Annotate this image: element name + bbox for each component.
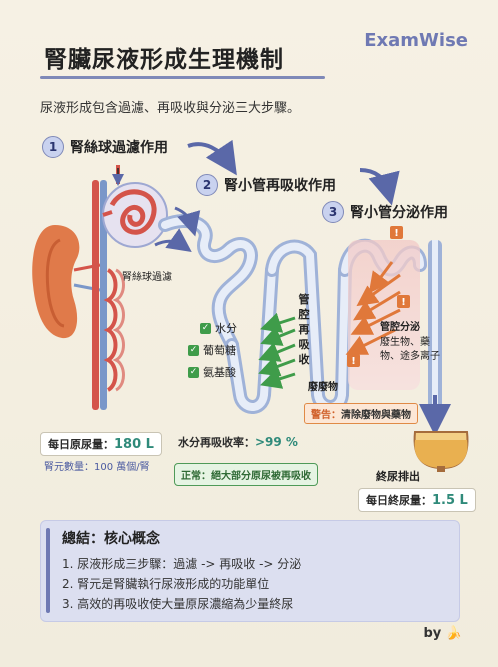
page-title: 腎臟尿液形成生理機制 [44,47,284,73]
summary-item: 3. 高效的再吸收使大量原尿濃縮為少量終尿 [62,597,294,611]
step-1: 1 腎絲球過濾作用 [42,136,168,158]
secretion-zone [348,240,420,390]
warning-note: 警告：清除廢物與藥物 [304,403,418,424]
summary-item: 1. 尿液形成三步驟：過濾 -> 再吸收 -> 分泌 [62,557,302,571]
collecting-duct [419,240,451,436]
nephron-count: 腎元數量：100 萬個/腎 [44,462,150,473]
filtrate-arrow [174,206,201,237]
brand-logo: ExamWise [364,30,468,51]
summary-title: 總結：核心概念 [62,531,160,547]
subtitle: 尿液形成包含過濾、再吸收與分泌三大步驟。 [40,101,301,116]
kidney-shape [32,225,101,339]
svg-text:!: ! [351,356,356,367]
lumen-reabsorb-label: 管腔再吸收 [298,293,310,366]
warning-prefix: 警告： [311,410,341,421]
svg-text:!: ! [401,297,406,308]
step-3-label: 腎小管分泌作用 [350,205,448,221]
step-2-label: 腎小管再吸收作用 [224,178,336,194]
renal-vessels [92,180,125,410]
step-2-number: 2 [196,174,218,196]
reabsorbed-amino-acid: ✓氨基酸 [188,366,236,379]
step-3: 3 腎小管分泌作用 [322,201,448,223]
reabsorbed-glucose: ✓葡萄糖 [188,344,236,357]
check-icon: ✓ [188,366,199,378]
daily-filtrate-label: 每日原尿量： [48,438,114,451]
water-reabsorb-value: >99 % [255,435,298,449]
water-reabsorb-label: 水分再吸收率： [178,436,255,449]
reabsorption-arrows [258,312,296,389]
author-credit: by 🍌 [423,626,463,641]
check-icon: ✓ [200,322,211,334]
title-underline [40,76,325,79]
glomerular-filtration-label: 腎絲球過濾 [122,272,172,283]
bladder-icon [413,431,469,472]
reabsorbed-water: ✓水分 [200,322,237,335]
step-2: 2 腎小管再吸收作用 [196,174,336,196]
step-1-number: 1 [42,136,64,158]
final-urine-box: 每日終尿量：1.5 L [358,488,476,512]
summary-accent-bar [46,528,50,613]
check-icon: ✓ [188,344,199,356]
warning-text: 清除廢物與藥物 [341,410,411,421]
step-1-label: 腎絲球過濾作用 [70,140,168,156]
flow-arrow-1 [187,139,237,176]
summary-box [40,520,460,622]
secretion-arrows [345,261,401,355]
summary-item: 2. 腎元是腎臟執行尿液形成的功能單位 [62,577,270,591]
water-reabsorb-rate: 水分再吸收率：>99 % [178,434,298,450]
filtration-arrow [154,228,192,252]
lumen-secrete-label: 管腔分泌 [380,322,420,333]
step-3-number: 3 [322,201,344,223]
final-urine-label: 終尿排出 [376,470,420,483]
warning-badge-icon: ! ! ! [347,226,410,367]
final-urine-stat-label: 每日終尿量： [366,494,432,507]
normal-note: 正常：絕大部分原尿被再吸收 [174,463,318,486]
svg-text:!: ! [394,228,399,239]
secreted-substances-label: 廢生物、藥物、途多离子 [380,337,440,362]
final-urine-value: 1.5 L [432,493,468,508]
daily-filtrate-box: 每日原尿量：180 L [40,432,162,456]
daily-filtrate-value: 180 L [114,437,154,452]
flow-arrow-2 [359,168,400,206]
glomerulus [102,165,168,248]
waste-label: 廢廢物 [308,382,338,393]
